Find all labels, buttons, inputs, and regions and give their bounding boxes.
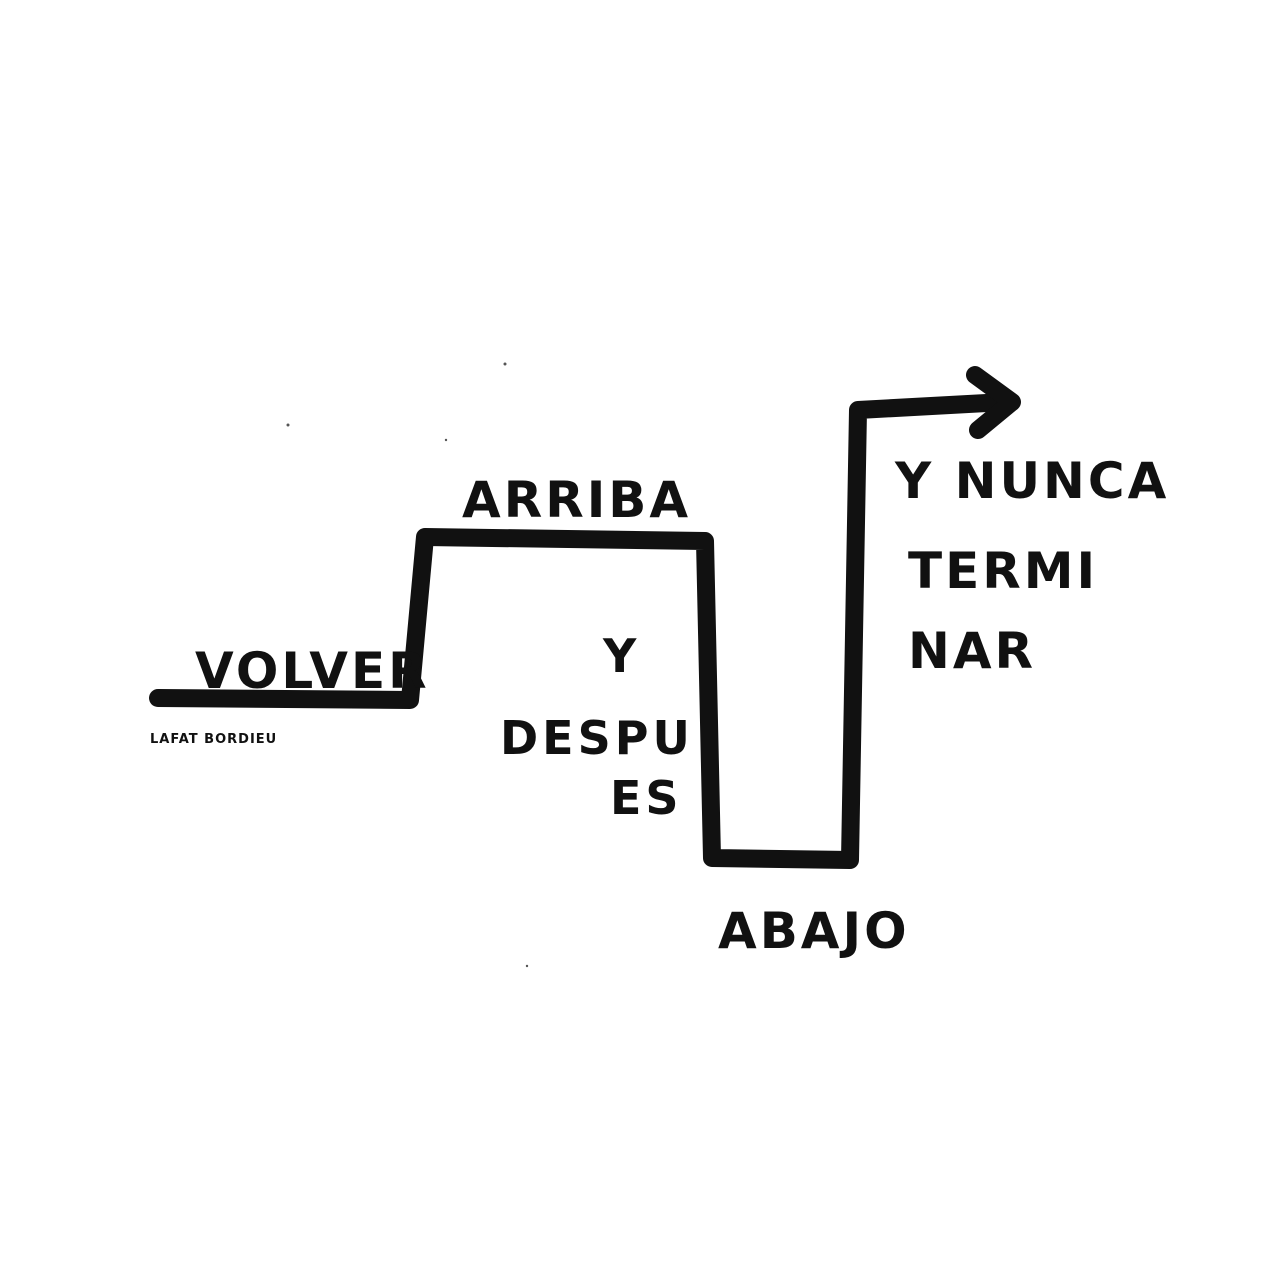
word-abajo: ABAJO <box>718 902 910 960</box>
paper-speck <box>444 438 448 442</box>
word-y-nunca: Y NUNCA <box>894 452 1169 510</box>
hand-drawn-step-path <box>149 393 1014 869</box>
word-despues-part1: DESPU <box>500 711 694 765</box>
word-nar: NAR <box>908 622 1036 680</box>
arrow-head-icon <box>966 366 1021 439</box>
word-termi: TERMI <box>908 542 1098 600</box>
word-despues-part2: ES <box>610 771 683 825</box>
word-arriba: ARRIBA <box>462 471 691 529</box>
word-volver: VOLVER <box>195 642 430 700</box>
artist-signature: LAFAT BORDIEU <box>150 732 277 747</box>
paper-speck <box>525 964 529 968</box>
paper-speck <box>503 362 507 366</box>
paper-speck <box>286 423 290 427</box>
word-y: Y <box>602 629 640 683</box>
